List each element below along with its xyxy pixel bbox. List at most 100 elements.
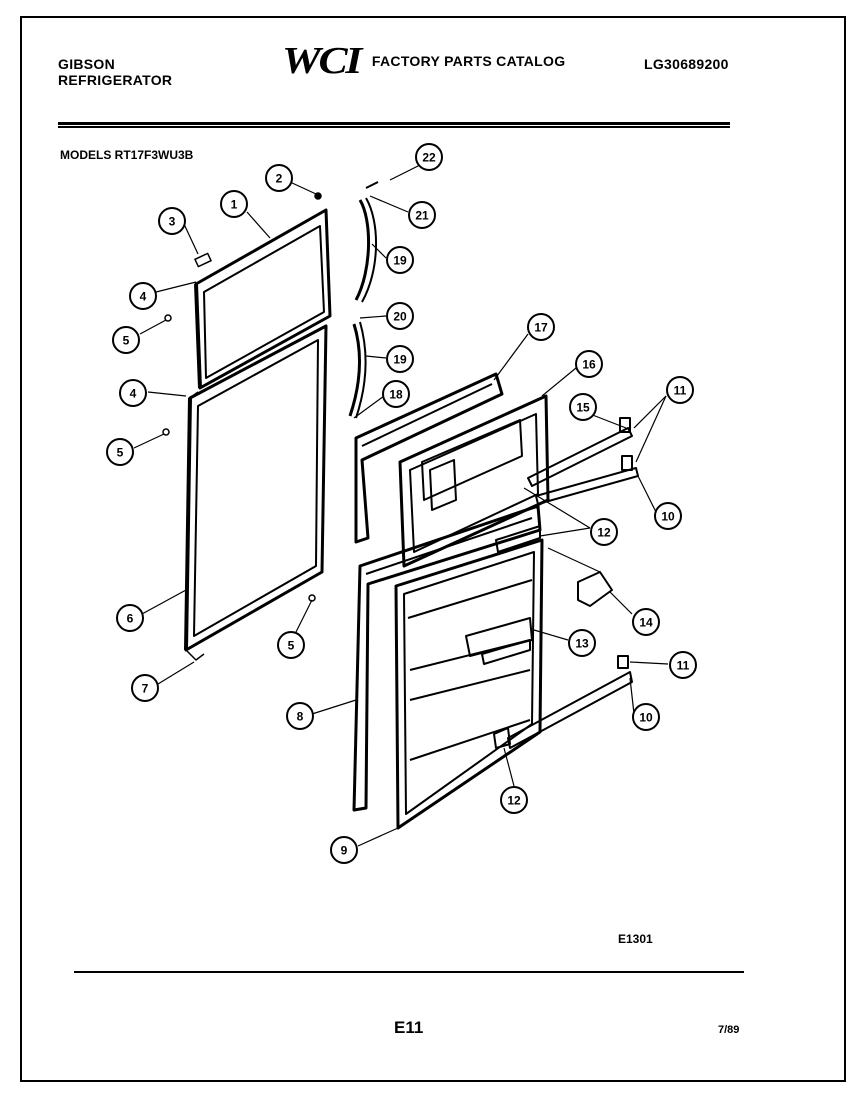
callout-22: 22 [415,143,443,171]
callout-number: 11 [677,659,690,673]
callout-2: 2 [265,164,293,192]
callout-circle [569,393,597,421]
callout-4: 4 [119,379,147,407]
callout-circle [575,350,603,378]
callout-5: 5 [277,631,305,659]
callout-number: 5 [117,446,124,460]
callout-number: 19 [393,353,407,367]
callout-15: 15 [569,393,597,421]
callout-number: 5 [288,639,295,653]
callout-number: 5 [123,334,130,348]
callout-number: 12 [507,794,521,808]
header-rule [58,122,730,128]
catalog-number: LG30689200 [644,56,729,72]
callout-number: 12 [597,526,611,540]
fresh-food-shelf-rails [493,525,633,749]
callout-circle [568,629,596,657]
callout-circle [382,380,410,408]
freezer-door-outer [194,208,332,390]
callout-circle [330,836,358,864]
callout-11: 11 [669,651,697,679]
dairy-compartment [465,571,613,665]
callout-5: 5 [106,438,134,466]
callout-3: 3 [158,207,186,235]
callout-circle [116,604,144,632]
callout-circle [386,302,414,330]
fresh-food-inner-door [394,538,544,830]
product-type: REFRIGERATOR [58,72,173,88]
callout-number: 13 [575,637,589,651]
callout-10: 10 [654,502,682,530]
footer-rule [74,971,744,973]
callout-19: 19 [386,246,414,274]
callout-10: 10 [632,703,660,731]
callout-12: 12 [500,786,528,814]
callout-14: 14 [632,608,660,636]
callout-circle [666,376,694,404]
callout-9: 9 [330,836,358,864]
callout-11: 11 [666,376,694,404]
page-number: E11 [394,1018,424,1037]
callout-circle [386,345,414,373]
callout-circle [158,207,186,235]
callout-number: 10 [639,711,653,725]
callout-circle [408,201,436,229]
freezer-shelf-rails [527,417,639,505]
callout-18: 18 [382,380,410,408]
catalog-date: 7/89 [718,1024,740,1036]
callout-8: 8 [286,702,314,730]
freezer-inner-door [398,394,550,568]
callout-circle [220,190,248,218]
callout-1: 1 [220,190,248,218]
callout-number: 20 [393,310,407,324]
callout-circle [277,631,305,659]
callout-number: 15 [576,401,590,415]
callout-circle [590,518,618,546]
models-line: MODELS RT17F3WU3B [60,148,194,162]
callout-number: 21 [415,209,429,223]
callout-circle [500,786,528,814]
callout-number: 1 [231,198,238,212]
fresh-food-door-outer [184,324,328,652]
page-frame [20,16,846,1082]
callout-number: 22 [422,151,436,165]
hinge-parts [162,192,322,661]
fresh-food-gasket [352,504,542,812]
callout-number: 9 [341,844,348,858]
callout-7: 7 [131,674,159,702]
catalog-title: FACTORY PARTS CATALOG [371,53,566,69]
callout-circle [119,379,147,407]
callout-circle [632,703,660,731]
callout-circle [131,674,159,702]
callout-circle [129,282,157,310]
callout-number: 4 [140,290,147,304]
callout-circle [669,651,697,679]
callout-5: 5 [112,326,140,354]
callout-number: 14 [639,616,653,630]
callout-circle [112,326,140,354]
callout-number: 8 [297,710,304,724]
callout-16: 16 [575,350,603,378]
handle-trims [348,181,379,419]
callout-circle [286,702,314,730]
callout-number: 11 [674,384,687,398]
callout-number: 18 [389,388,403,402]
callout-number: 6 [127,612,134,626]
brand-block: GIBSON REFRIGERATOR [58,56,172,88]
callout-group: 1234545657222119201918171615111012141311… [106,143,697,864]
callout-4: 4 [129,282,157,310]
callout-21: 21 [408,201,436,229]
freezer-gasket [354,372,504,544]
callout-number: 2 [276,172,283,186]
brand-name: GIBSON [58,56,116,72]
wci-logo: WCI [282,40,362,82]
callout-circle [106,438,134,466]
callout-number: 7 [142,682,149,696]
callout-circle [527,313,555,341]
callout-17: 17 [527,313,555,341]
callout-number: 19 [393,254,407,268]
callout-circle [265,164,293,192]
callout-circle [415,143,443,171]
callout-13: 13 [568,629,596,657]
